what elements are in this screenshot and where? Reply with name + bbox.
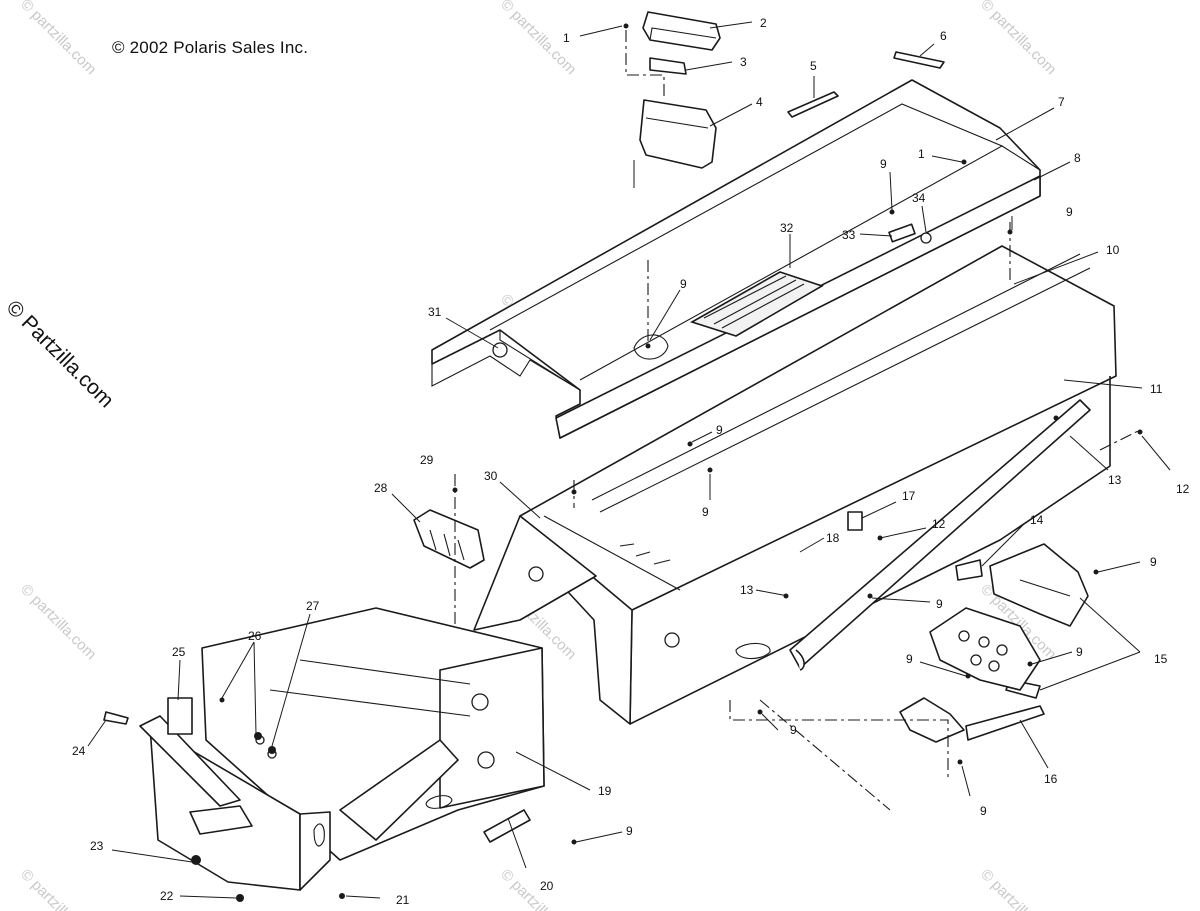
strip-part-5 bbox=[787, 91, 839, 118]
callout-label: 27 bbox=[306, 599, 320, 613]
callout-label: 29 bbox=[420, 453, 434, 467]
main-tunnel bbox=[473, 245, 1117, 725]
bracket-28 bbox=[413, 474, 485, 640]
callout-label: 28 bbox=[374, 481, 388, 495]
callout-label: 9 bbox=[1066, 205, 1073, 219]
callout-label: 30 bbox=[484, 469, 498, 483]
rear-rail bbox=[789, 399, 1091, 741]
callout-label: 4 bbox=[756, 95, 763, 109]
callout-label: 9 bbox=[936, 597, 943, 611]
callout-label: 2 bbox=[760, 16, 767, 30]
callout-label: 19 bbox=[598, 784, 612, 798]
callout-label: 15 bbox=[1154, 652, 1168, 666]
nose-pan bbox=[139, 697, 459, 891]
callout-label: 5 bbox=[810, 59, 817, 73]
callout-label: 16 bbox=[1044, 772, 1058, 786]
tile-watermark: © partzilla.com bbox=[497, 866, 579, 911]
callout-label: 1 bbox=[918, 147, 925, 161]
callout-label: 13 bbox=[740, 583, 754, 597]
front-bulkhead bbox=[201, 607, 545, 861]
callout-label: 21 bbox=[396, 893, 410, 907]
callout-label: 8 bbox=[1074, 151, 1081, 165]
callout-label: 3 bbox=[740, 55, 747, 69]
callout-label: 33 bbox=[842, 228, 856, 242]
callout-label: 31 bbox=[428, 305, 442, 319]
upper-tub bbox=[431, 79, 1041, 439]
callout-label: 7 bbox=[1058, 95, 1065, 109]
tile-watermark: © partzilla.com bbox=[17, 0, 99, 78]
bracket-20 bbox=[483, 809, 531, 843]
callout-label: 9 bbox=[980, 804, 987, 818]
callout-label: 25 bbox=[172, 645, 186, 659]
callout-label: 10 bbox=[1106, 243, 1120, 257]
callout-label: 9 bbox=[680, 277, 687, 291]
fasteners bbox=[103, 23, 1143, 902]
callout-label: 34 bbox=[912, 191, 926, 205]
callout-label: 12 bbox=[1176, 482, 1190, 496]
callout-label: 14 bbox=[1030, 513, 1044, 527]
tile-watermark: © partzilla.com bbox=[977, 0, 1059, 78]
callout-label: 22 bbox=[160, 889, 174, 903]
callout-label: 9 bbox=[716, 423, 723, 437]
tile-watermark: © partzilla.com bbox=[17, 866, 99, 911]
callout-label: 32 bbox=[780, 221, 794, 235]
callout-label: 24 bbox=[72, 744, 86, 758]
callout-label: 9 bbox=[906, 652, 913, 666]
callout-label: 9 bbox=[1076, 645, 1083, 659]
callout-label: 23 bbox=[90, 839, 104, 853]
tile-watermark: © partzilla.com bbox=[17, 581, 99, 663]
callout-label: 17 bbox=[902, 489, 916, 503]
copyright-notice: © 2002 Polaris Sales Inc. bbox=[112, 38, 309, 57]
tile-watermark: © partzilla.com bbox=[977, 866, 1059, 911]
callout-label: 11 bbox=[1150, 382, 1163, 396]
callout-label: 12 bbox=[932, 517, 946, 531]
callout-label: 13 bbox=[1108, 473, 1122, 487]
callouts: 1 2 3 4 5 6 7 1 8 9 34 33 9 32 10 9 31 1… bbox=[72, 16, 1190, 907]
callout-label: 6 bbox=[940, 29, 947, 43]
callout-label: 9 bbox=[626, 824, 633, 838]
callout-label: 1 bbox=[563, 31, 570, 45]
callout-label: 20 bbox=[540, 879, 554, 893]
strip-part-6 bbox=[893, 51, 945, 69]
callout-label: 9 bbox=[1150, 555, 1157, 569]
callout-label: 26 bbox=[248, 629, 262, 643]
seat-cap-assembly bbox=[625, 11, 721, 188]
assembly-lines bbox=[573, 222, 1141, 811]
callout-label: 9 bbox=[702, 505, 709, 519]
callout-label: 9 bbox=[880, 157, 887, 171]
callout-label: 18 bbox=[826, 531, 840, 545]
callout-label: 9 bbox=[790, 723, 797, 737]
